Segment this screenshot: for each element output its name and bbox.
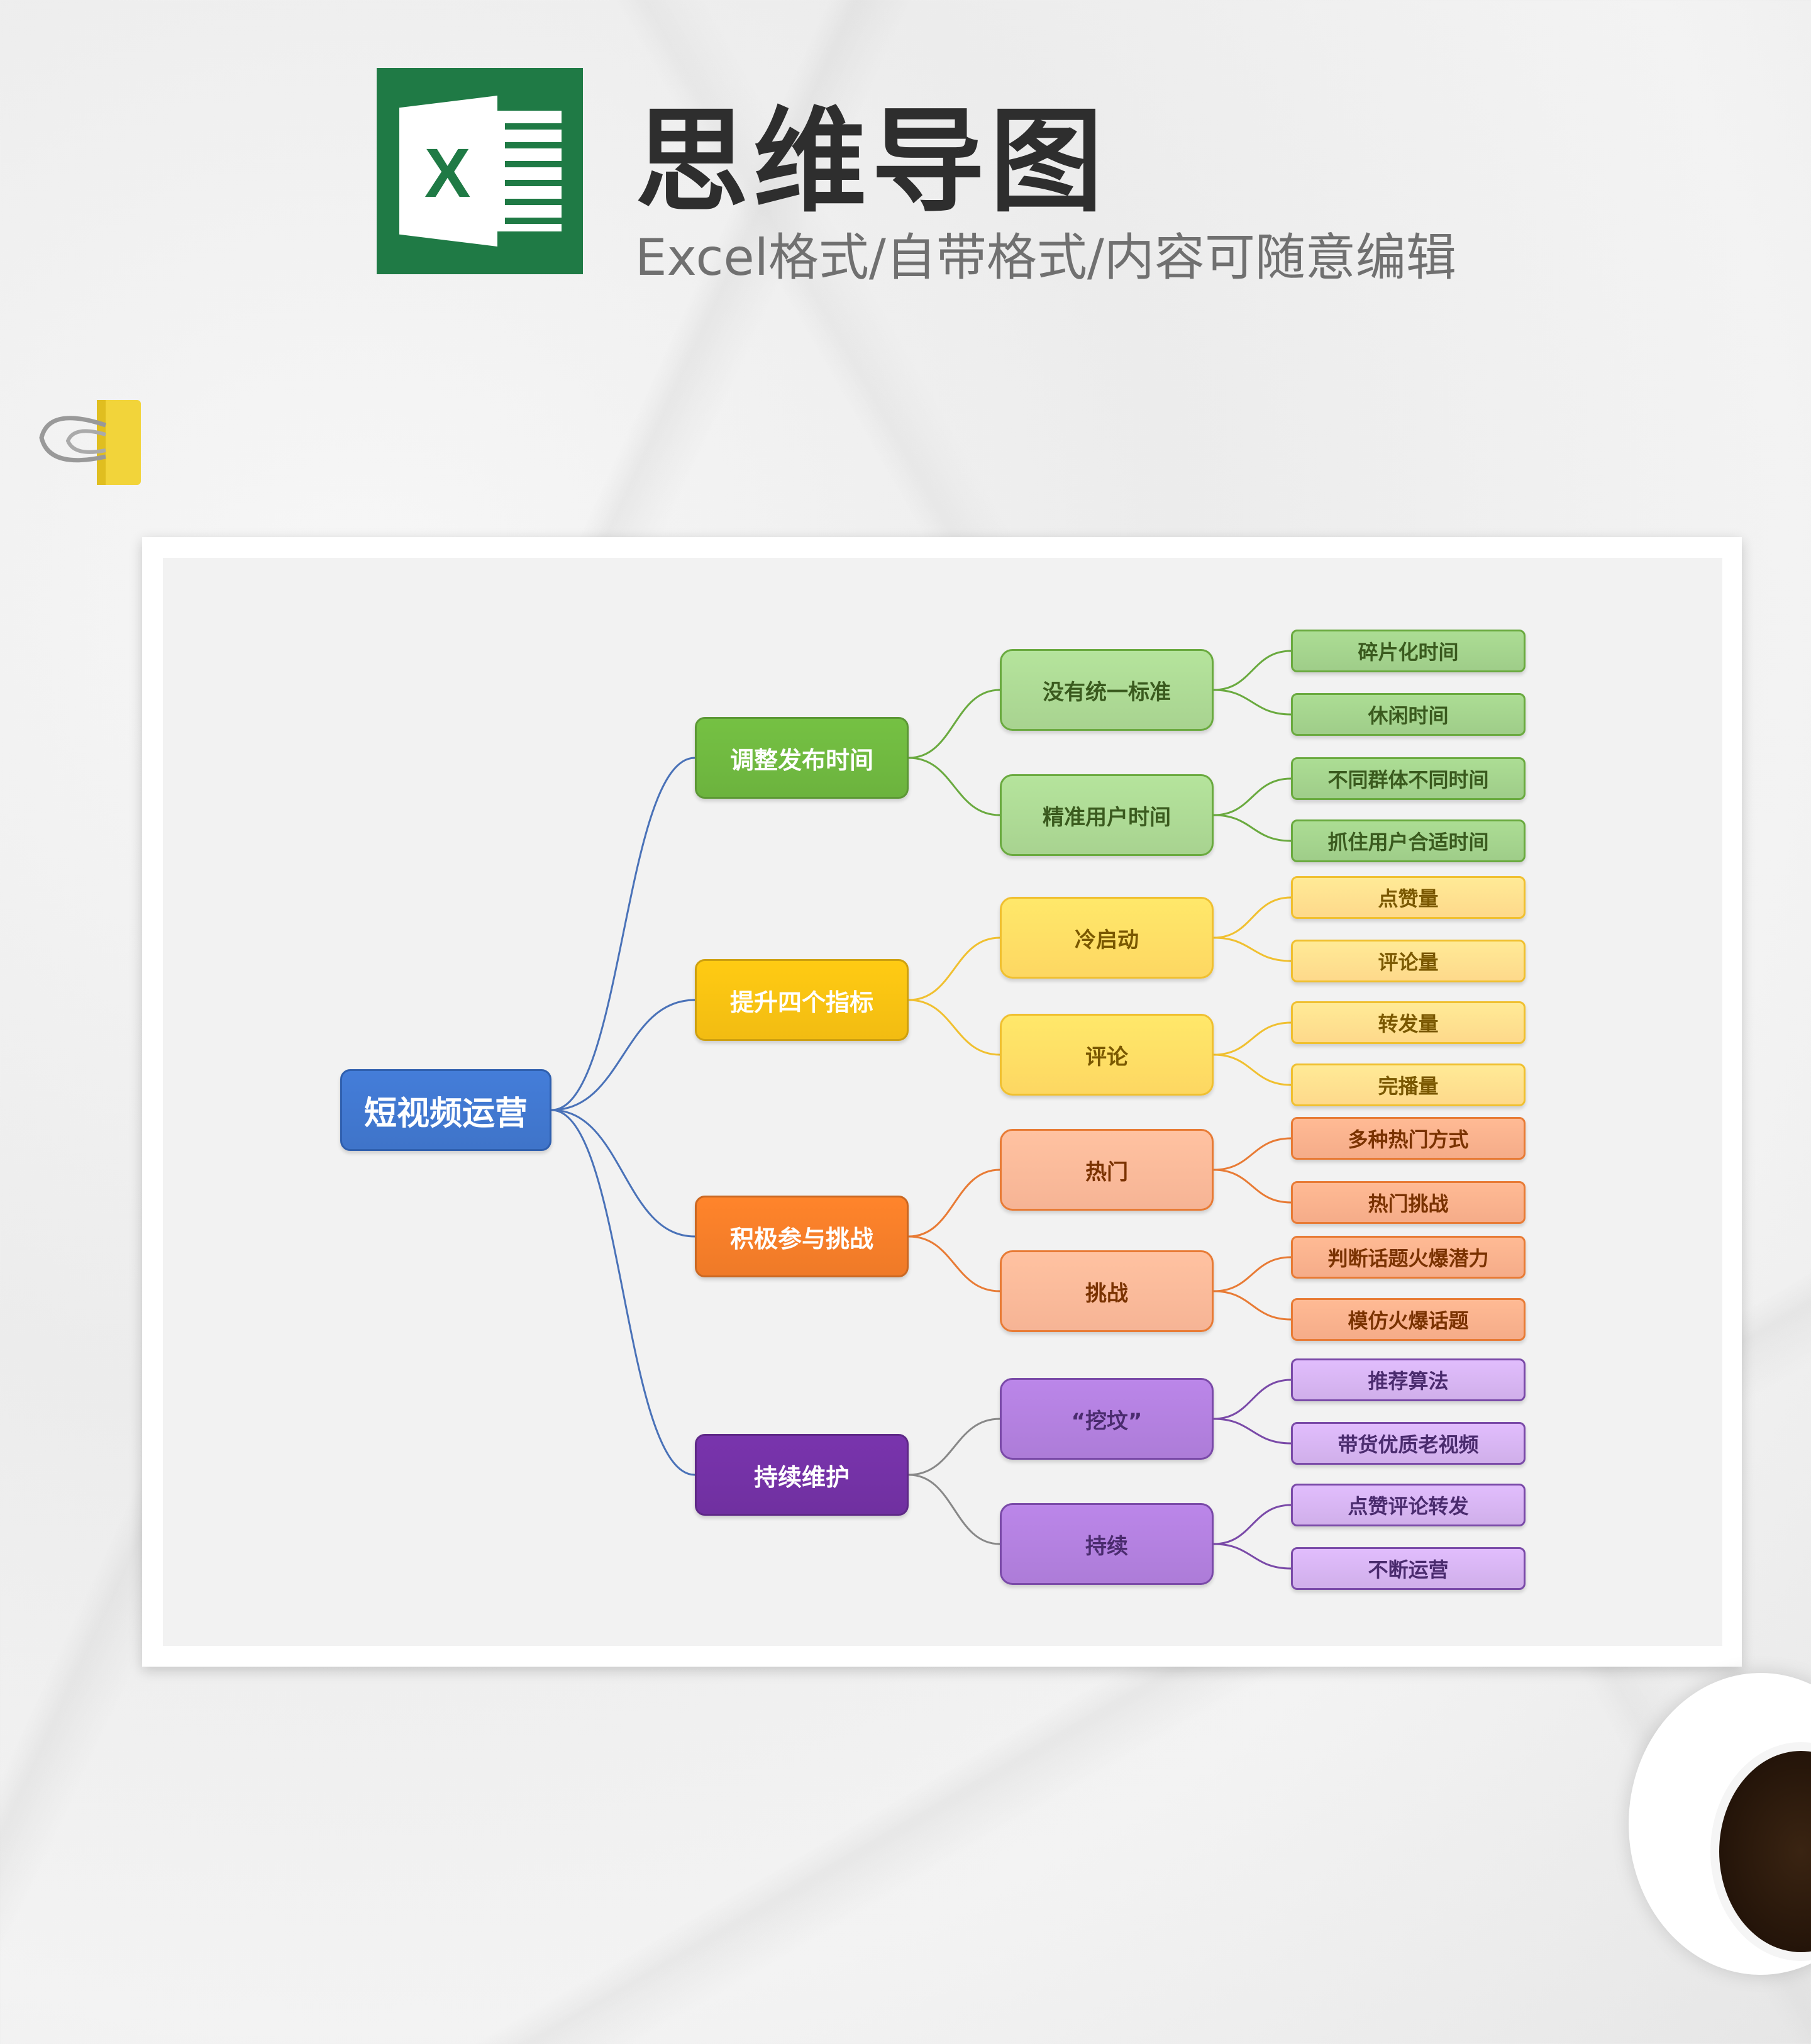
excel-logo: X [377, 68, 583, 274]
subtopic-node[interactable]: 挑战 [1000, 1250, 1214, 1332]
leaf-node[interactable]: 点赞评论转发 [1291, 1484, 1526, 1526]
leaf-node[interactable]: 模仿火爆话题 [1291, 1298, 1526, 1341]
leaf-node[interactable]: 完播量 [1291, 1064, 1526, 1106]
leaf-node[interactable]: 多种热门方式 [1291, 1117, 1526, 1160]
excel-doc-icon: X [399, 96, 497, 247]
binder-clip-icon [39, 400, 141, 485]
subtopic-node[interactable]: 热门 [1000, 1129, 1214, 1211]
spreadsheet-grid-icon [497, 111, 562, 231]
coffee [1710, 1742, 1811, 1961]
leaf-node[interactable]: 休闲时间 [1291, 693, 1526, 736]
leaf-node[interactable]: 转发量 [1291, 1001, 1526, 1044]
subtopic-node[interactable]: 冷启动 [1000, 897, 1214, 979]
leaf-node[interactable]: 判断话题火爆潜力 [1291, 1236, 1526, 1279]
leaf-node[interactable]: 推荐算法 [1291, 1358, 1526, 1401]
subtopic-node[interactable]: 精准用户时间 [1000, 774, 1214, 856]
leaf-node[interactable]: 热门挑战 [1291, 1181, 1526, 1224]
leaf-node[interactable]: 抓住用户合适时间 [1291, 819, 1526, 862]
leaf-node[interactable]: 带货优质老视频 [1291, 1422, 1526, 1465]
subtopic-node[interactable]: 持续 [1000, 1503, 1214, 1585]
leaf-node[interactable]: 点赞量 [1291, 876, 1526, 919]
branch-node[interactable]: 提升四个指标 [695, 959, 909, 1041]
leaf-node[interactable]: 不断运营 [1291, 1547, 1526, 1590]
branch-node[interactable]: 积极参与挑战 [695, 1196, 909, 1277]
leaf-node[interactable]: 评论量 [1291, 940, 1526, 982]
subtopic-node[interactable]: 没有统一标准 [1000, 649, 1214, 731]
subtopic-node[interactable]: “挖坟” [1000, 1378, 1214, 1460]
branch-node[interactable]: 调整发布时间 [695, 717, 909, 799]
logo-letter: X [424, 135, 471, 212]
leaf-node[interactable]: 碎片化时间 [1291, 630, 1526, 672]
root-node[interactable]: 短视频运营 [340, 1069, 551, 1151]
subtopic-node[interactable]: 评论 [1000, 1014, 1214, 1096]
page-title: 思维导图 [635, 96, 1109, 228]
branch-node[interactable]: 持续维护 [695, 1434, 909, 1516]
leaf-node[interactable]: 不同群体不同时间 [1291, 757, 1526, 800]
page-subtitle: Excel格式/自带格式/内容可随意编辑 [635, 228, 1456, 287]
